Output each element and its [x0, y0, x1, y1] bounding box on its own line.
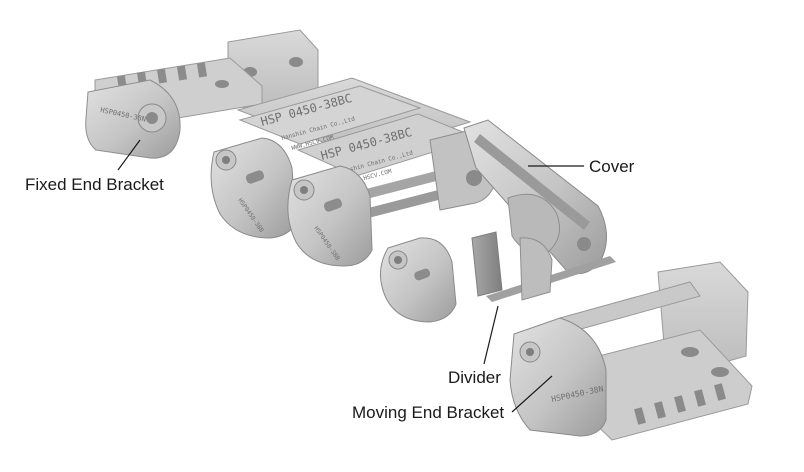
fixed-end-bracket-label: Fixed End Bracket — [25, 175, 164, 194]
moving-end-bracket: HSP0450-38N — [509, 261, 753, 441]
fixed-end-bracket: HSP0450-38N — [85, 29, 319, 159]
chain-link-assembly: HSP 0450-38BC Hanshin Chain Co.,Ltd WWW.… — [210, 77, 497, 267]
moving-end-bracket-leader-line — [511, 375, 553, 413]
divider-leader-line — [483, 305, 499, 365]
cover-label: Cover — [589, 157, 635, 176]
fixed-end-bracket-leader-line — [117, 139, 141, 171]
moving-end-bracket-label: Moving End Bracket — [352, 403, 505, 422]
divider-label: Divider — [448, 368, 501, 387]
divider-part — [380, 231, 616, 323]
